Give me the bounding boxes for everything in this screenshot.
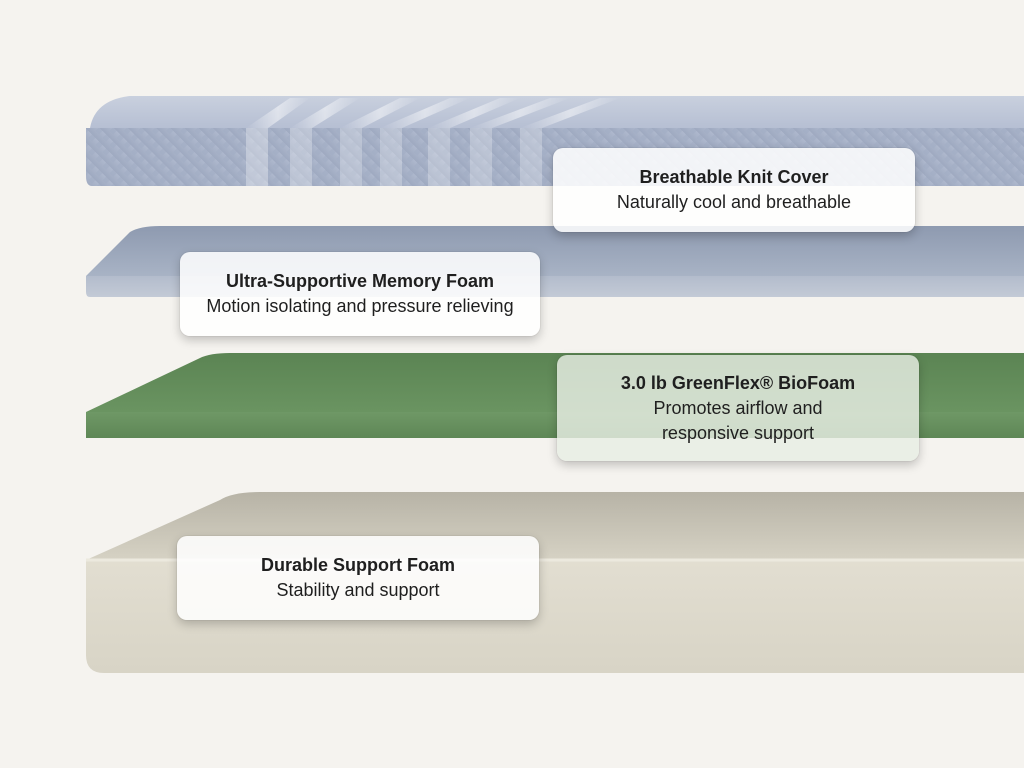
memory-foam-description: Motion isolating and pressure relieving xyxy=(206,296,514,316)
support-foam-callout: Durable Support Foam Stability and suppo… xyxy=(177,536,539,620)
support-foam-description: Stability and support xyxy=(276,580,440,600)
support-foam-title: Durable Support Foam xyxy=(260,555,455,575)
knit-cover-description: Naturally cool and breathable xyxy=(616,192,852,212)
knit-cover-callout: Breathable Knit Cover Naturally cool and… xyxy=(553,148,915,232)
green-biofoam-callout: 3.0 lb GreenFlex® BioFoam Promotes airfl… xyxy=(557,355,919,461)
knit-cover-title: Breathable Knit Cover xyxy=(639,167,829,187)
green-biofoam-description: Promotes airflow and responsive support xyxy=(653,397,823,443)
green-biofoam-title: 3.0 lb GreenFlex® BioFoam xyxy=(620,372,856,393)
memory-foam-callout: Ultra-Supportive Memory Foam Motion isol… xyxy=(180,252,540,336)
memory-foam-title: Ultra-Supportive Memory Foam xyxy=(225,271,495,291)
